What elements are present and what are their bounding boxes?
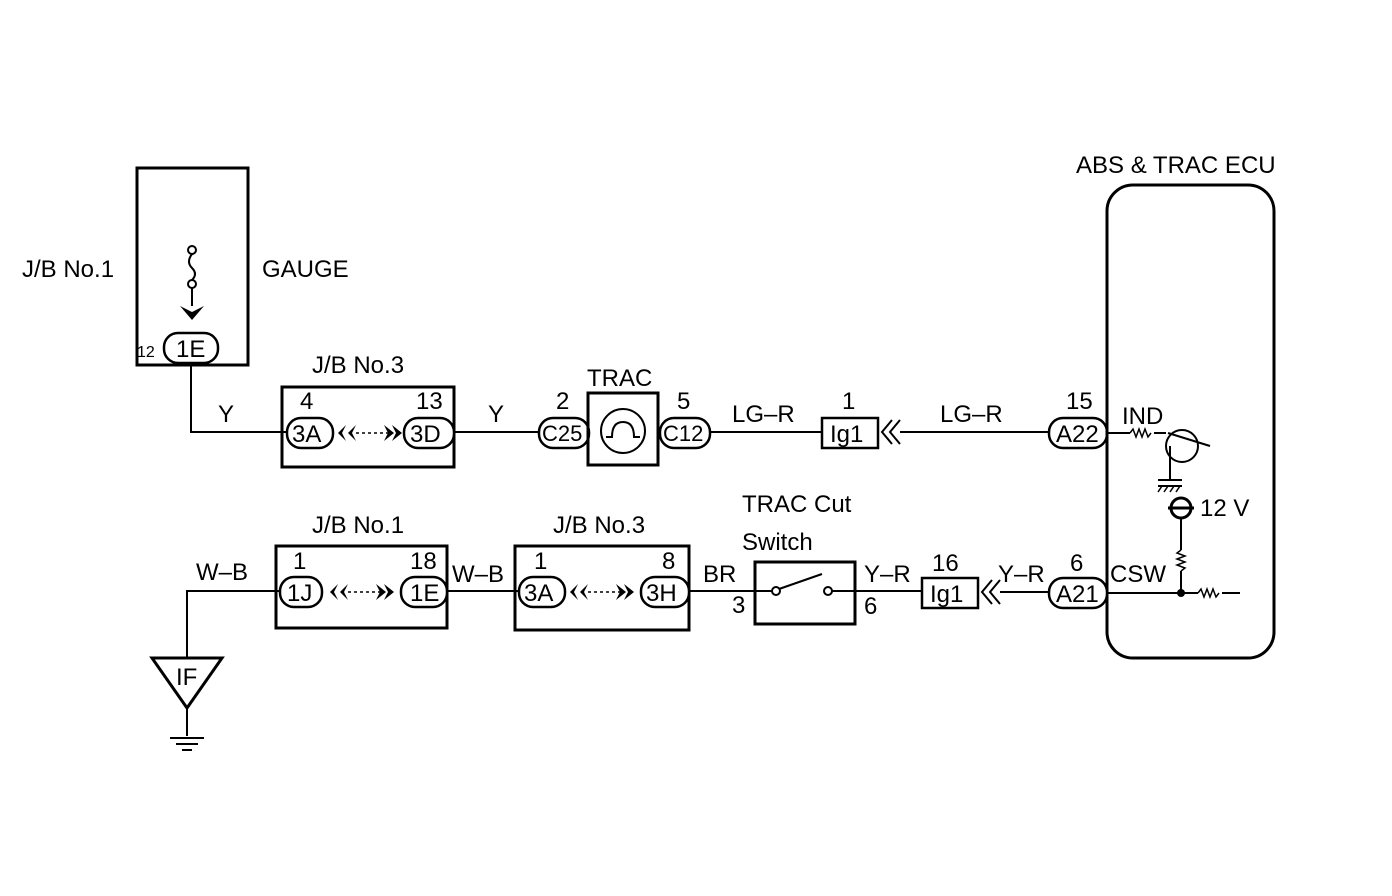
svg-text:A22: A22 <box>1056 421 1099 448</box>
connector-3A-top: 3A <box>285 416 335 450</box>
ecu-ground-icon <box>1157 479 1182 493</box>
wire-lgr-2-label: LG–R <box>940 401 1003 428</box>
pin-1-1J-label: 1 <box>293 548 306 575</box>
connector-A22: A22 <box>1047 416 1109 450</box>
connector-1E-top: 1E <box>162 331 220 365</box>
pin-4-label: 4 <box>300 388 313 415</box>
pin-6-switch-label: 6 <box>864 593 877 620</box>
pin-15-label: 15 <box>1066 388 1093 415</box>
connector-Ig1-bottom: Ig1 <box>920 576 980 610</box>
svg-text:1J: 1J <box>287 580 312 607</box>
ind-circuit <box>1107 426 1211 480</box>
jb1-bottom-label: J/B No.1 <box>312 512 404 539</box>
svg-text:3H: 3H <box>646 580 677 607</box>
csw-circuit <box>1107 586 1240 600</box>
trac-indicator-box <box>586 391 660 467</box>
connector-1E-bottom: 1E <box>399 575 449 609</box>
ecu-box <box>1105 183 1276 660</box>
pin-3-label: 3 <box>732 592 745 619</box>
pin-18-label: 18 <box>410 548 437 575</box>
svg-text:3A: 3A <box>524 580 553 607</box>
pin-13-label: 13 <box>416 388 443 415</box>
connector-3A-bottom: 3A <box>517 575 567 609</box>
svg-text:3A: 3A <box>292 421 321 448</box>
svg-text:Ig1: Ig1 <box>830 421 863 448</box>
wire-yr-1-label: Y–R <box>864 561 911 588</box>
connector-C12: C12 <box>658 416 712 450</box>
pin-5-label: 5 <box>677 388 690 415</box>
connector-Ig1-top: Ig1 <box>820 416 880 450</box>
trac-label: TRAC <box>587 365 652 392</box>
svg-text:Ig1: Ig1 <box>930 581 963 608</box>
trac-cut-switch-box <box>753 560 857 626</box>
wire-y-left-label: Y <box>218 401 234 428</box>
wire-wb-2-label: W–B <box>452 561 504 588</box>
svg-text:C25: C25 <box>542 421 582 446</box>
gauge-fuse-icon <box>180 245 204 320</box>
wire-lgr-1-label: LG–R <box>732 401 795 428</box>
connector-3H: 3H <box>639 575 691 609</box>
connector-3D: 3D <box>402 416 456 450</box>
svg-text:C12: C12 <box>663 421 703 446</box>
pin-8-label: 8 <box>662 548 675 575</box>
jb3-bottom-internal-link <box>570 584 634 600</box>
jb1-top-box <box>135 166 250 367</box>
jb1-bottom-internal-link <box>330 584 394 600</box>
pin-1-3A-label: 1 <box>534 548 547 575</box>
wire-y-left <box>190 363 288 433</box>
gauge-label: GAUGE <box>262 256 349 283</box>
jb3-bottom-label: J/B No.3 <box>553 512 645 539</box>
junction-chevron-top-icon <box>880 419 901 445</box>
ind-label: IND <box>1122 403 1163 430</box>
voltage-source-icon <box>1168 496 1194 593</box>
jb1-top-label: J/B No.1 <box>22 256 114 283</box>
connector-C25: C25 <box>537 416 591 450</box>
jb3-top-label: J/B No.3 <box>312 352 404 379</box>
pin-1-ig-label: 1 <box>842 388 855 415</box>
pin-6-ecu-label: 6 <box>1070 550 1083 577</box>
ecu-title: ABS & TRAC ECU <box>1076 152 1276 179</box>
ground-IF-label: IF <box>176 664 197 691</box>
svg-text:1E: 1E <box>410 580 439 607</box>
pin-2-label: 2 <box>556 388 569 415</box>
trac-cut-label-2: Switch <box>742 529 813 556</box>
wire-br-label: BR <box>703 561 736 588</box>
trac-cut-label-1: TRAC Cut <box>742 491 852 518</box>
svg-text:3D: 3D <box>410 421 441 448</box>
svg-text:1E: 1E <box>176 336 205 363</box>
connector-A21: A21 <box>1047 576 1109 610</box>
trac-bulb-icon <box>600 408 646 454</box>
trac-cut-switch-icon <box>755 573 855 596</box>
jb3-top-internal-link <box>338 425 402 441</box>
voltage-label: 12 V <box>1200 495 1249 522</box>
wire-wb-1-label: W–B <box>196 559 248 586</box>
wire-yr-2-label: Y–R <box>998 561 1045 588</box>
wire-y-mid-label: Y <box>488 401 504 428</box>
pin-12-label: 12 <box>137 344 155 361</box>
wire-wb-1 <box>186 590 280 658</box>
junction-chevron-bottom-icon <box>980 579 1001 605</box>
svg-text:A21: A21 <box>1056 581 1099 608</box>
pin-16-label: 16 <box>932 550 959 577</box>
connector-1J: 1J <box>278 575 324 609</box>
csw-label: CSW <box>1110 561 1166 588</box>
